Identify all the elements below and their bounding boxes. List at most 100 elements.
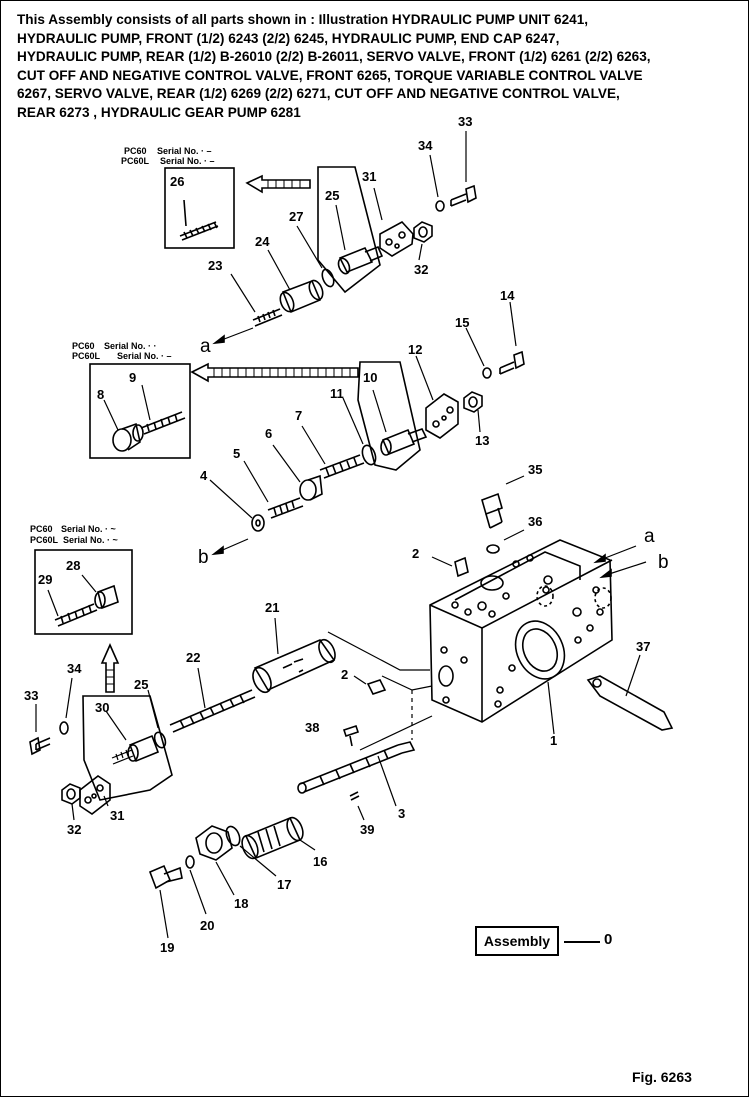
part-number: 5 (233, 446, 240, 461)
o-ring-20 (185, 855, 195, 869)
serial-pc60-label: PC60 (124, 146, 147, 156)
sleeve-21 (252, 638, 336, 694)
part-number: 2 (341, 667, 348, 682)
part-number: 35 (528, 462, 542, 477)
serial-pc60-label: PC60 (72, 341, 95, 351)
spool-3 (297, 741, 416, 794)
header-line-5: 6267, SERVO VALVE, REAR (1/2) 6269 (2/2)… (17, 86, 620, 101)
o-ring-11 (361, 444, 377, 466)
spring-26 (179, 221, 219, 241)
part-number: 6 (265, 426, 272, 441)
arrow-to-variant (100, 643, 120, 693)
cover-plate-31 (79, 775, 111, 815)
part-number: 32 (414, 262, 428, 277)
spring-23 (252, 308, 283, 327)
part-number: 25 (134, 677, 148, 692)
serial-pc60l-label: PC60L (121, 156, 150, 166)
header-line-1: This Assembly consists of all parts show… (17, 12, 589, 27)
spring-5 (267, 497, 304, 519)
part-number: 34 (418, 138, 433, 153)
middle-group: PC60 Serial No. · · PC60L Serial No. · – (72, 301, 525, 556)
leader-line (183, 199, 187, 227)
part-number: 33 (458, 114, 472, 129)
cover-plate-31 (379, 220, 414, 257)
figure-label: Fig. 6263 (632, 1069, 692, 1085)
valve-piston-10 (381, 428, 416, 456)
port-letter-b: b (198, 547, 209, 568)
part-number: 31 (110, 808, 124, 823)
assembly-number: 0 (604, 931, 613, 948)
lever-37 (586, 675, 674, 731)
flow-arrow-a (599, 545, 637, 561)
arrow-to-variant (245, 174, 311, 194)
part-number: 15 (455, 315, 469, 330)
assembly-leader-line (564, 941, 600, 943)
valve-piston-25 (338, 246, 374, 274)
bolt-14 (499, 361, 515, 375)
part-number: 1 (550, 733, 557, 748)
bolt-33 (450, 193, 467, 207)
part-number: 18 (234, 896, 248, 911)
valve-piston-30 (128, 734, 160, 763)
arrow-to-variant (190, 362, 359, 383)
part-number: 11 (330, 386, 344, 401)
assembly-label-box: Assembly (475, 926, 559, 956)
washer-15 (482, 367, 492, 379)
top-group: PC60 Serial No. · – PC60L Serial No. · – (121, 131, 477, 345)
spring-29 (54, 603, 98, 627)
serial-pc60l-label: PC60L (30, 535, 59, 545)
part-number: 26 (170, 174, 184, 189)
plug-35 (481, 492, 503, 529)
plug-19 (148, 864, 183, 890)
part-number: 25 (325, 188, 339, 203)
serial-no-label: Serial No. · – (117, 351, 172, 361)
part-numbers: 33 34 31 26 25 27 24 32 23 14 15 12 9 10… (24, 114, 650, 955)
spool-22 (169, 689, 256, 733)
plug-2 (454, 556, 469, 578)
nut-13 (463, 391, 483, 413)
sleeve-24 (281, 279, 322, 314)
lock-nut-18 (195, 825, 233, 861)
valve-body-1 (429, 539, 613, 723)
part-number: 17 (277, 877, 291, 892)
o-ring-17 (225, 825, 241, 847)
serial-no-label: Serial No. · ~ (63, 535, 118, 545)
part-number: 12 (408, 342, 422, 357)
header-line-4: CUT OFF AND NEGATIVE CONTROL VALVE, FRON… (17, 67, 643, 83)
part-number: 7 (295, 408, 302, 423)
part-number: 2 (412, 546, 419, 561)
header-line-2: HYDRAULIC PUMP, FRONT (1/2) 6243 (2/2) 6… (17, 30, 560, 46)
part-number: 16 (313, 854, 327, 869)
retainer-6 (299, 474, 323, 501)
part-number: 30 (95, 700, 109, 715)
bracket-10 (357, 361, 421, 471)
part-number: 22 (186, 650, 200, 665)
part-number: 14 (500, 288, 515, 303)
serial-pc60-label: PC60 (30, 524, 53, 534)
pin-39 (349, 791, 360, 801)
part-number: 37 (636, 639, 650, 654)
part-number: 31 (362, 169, 376, 184)
part-number: 21 (265, 600, 279, 615)
part-number: 32 (67, 822, 81, 837)
flow-arrow-b (605, 561, 647, 576)
assembly-description: This Assembly consists of all parts show… (17, 11, 732, 122)
part-number: 34 (67, 661, 82, 676)
spring-7 (319, 454, 365, 479)
o-ring-36 (486, 544, 500, 554)
part-number: 10 (363, 370, 377, 385)
bracket-25 (317, 166, 381, 294)
nut-32 (61, 783, 81, 805)
washer-34 (435, 200, 445, 212)
plug-2 (366, 679, 387, 695)
o-ring-25 (153, 731, 167, 749)
part-number: 38 (305, 720, 319, 735)
variant-box-8-9 (89, 363, 191, 459)
part-number: 27 (289, 209, 303, 224)
serial-no-label: Serial No. · ~ (61, 524, 116, 534)
cap-28 (94, 584, 119, 610)
part-number: 20 (200, 918, 214, 933)
washer-34 (59, 721, 69, 735)
serial-no-label: Serial No. · – (160, 156, 215, 166)
